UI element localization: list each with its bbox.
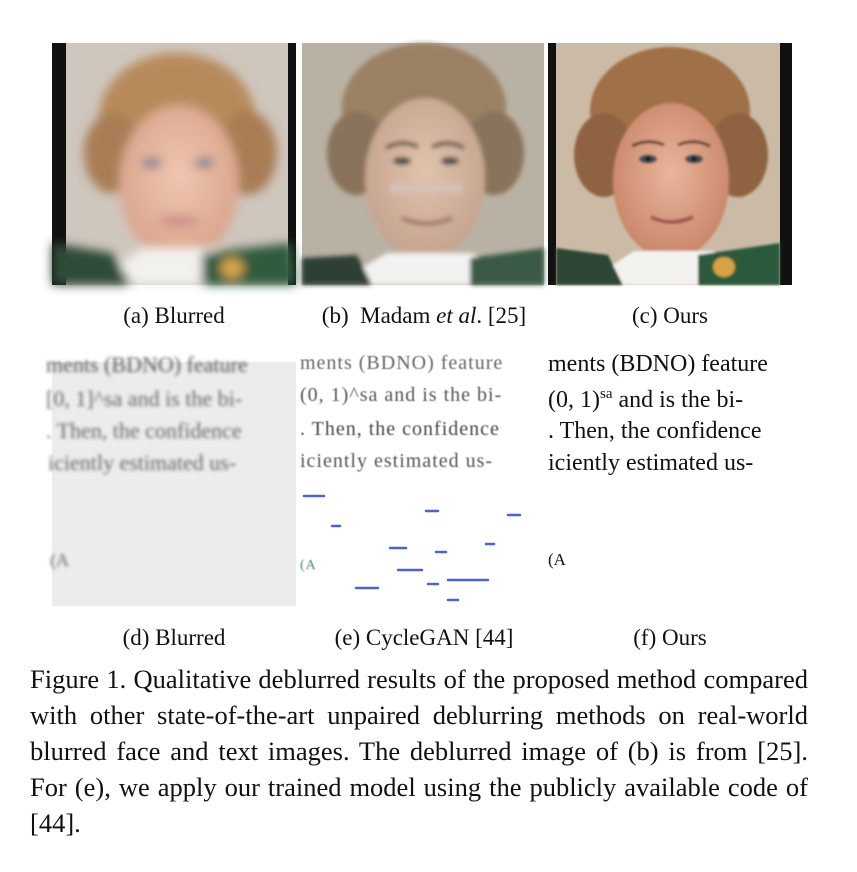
cyclegan-artifact-strokes [302, 494, 522, 602]
caption-d: (d) Blurred [122, 625, 226, 650]
cyclegan-text-line-4: iciently estimated us- [300, 450, 494, 472]
blurred-text-image: ments (BDNO) feature [0, 1]^sa and is th… [46, 352, 296, 606]
blurred-text-line-1: ments (BDNO) feature [46, 352, 248, 377]
ours-text-line-3: . Then, the confidence [548, 418, 762, 444]
madam-face-image [302, 43, 544, 285]
caption-c: (c) Ours [632, 303, 708, 328]
ours-text-line-4: iciently estimated us- [548, 450, 754, 476]
caption-b-prefix: (b) Madam [321, 303, 437, 328]
figure-caption: Figure 1. Qualitative deblurred results … [30, 664, 808, 838]
ours-text-line-2-rest: and is the bi- [612, 387, 744, 413]
blurred-text-line-3: . Then, the confidence [46, 418, 242, 443]
caption-b: (b) Madam et al. [25] [302, 302, 546, 330]
blurred-face-image [52, 43, 296, 285]
ours-face-image [548, 43, 792, 285]
caption-f: (f) Ours [633, 625, 707, 650]
ours-text-line-2: (0, 1)sa and is the bi- [548, 386, 792, 414]
caption-a: (a) Blurred [123, 303, 225, 328]
ours-text-interval: (0, 1) [548, 387, 600, 413]
cyclegan-text-line-3: . Then, the confidence [300, 418, 500, 440]
blurred-text-line-5: (A [50, 550, 69, 570]
ours-text-line-5: (A [548, 550, 566, 569]
cyclegan-text-line-2: (0, 1)^sa and is the bi- [300, 384, 503, 406]
ours-text-superscript: sa [599, 386, 613, 402]
blurred-text-line-4: iciently estimated us- [48, 450, 237, 475]
cyclegan-text-line-1: ments (BDNO) feature [300, 352, 504, 374]
blurred-text-line-2: [0, 1]^sa and is the bi- [46, 386, 243, 411]
ours-text-line-1: ments (BDNO) feature [548, 351, 768, 377]
caption-b-suffix: . [25] [476, 303, 527, 328]
caption-b-italic: et al [436, 303, 477, 328]
cyclegan-text-image: ments (BDNO) feature (0, 1)^sa and is th… [298, 352, 546, 606]
cyclegan-text-line-5: (A [300, 558, 317, 573]
ours-text-image: ments (BDNO) feature (0, 1)sa and is the… [548, 351, 792, 606]
caption-e: (e) CycleGAN [44] [334, 625, 514, 650]
